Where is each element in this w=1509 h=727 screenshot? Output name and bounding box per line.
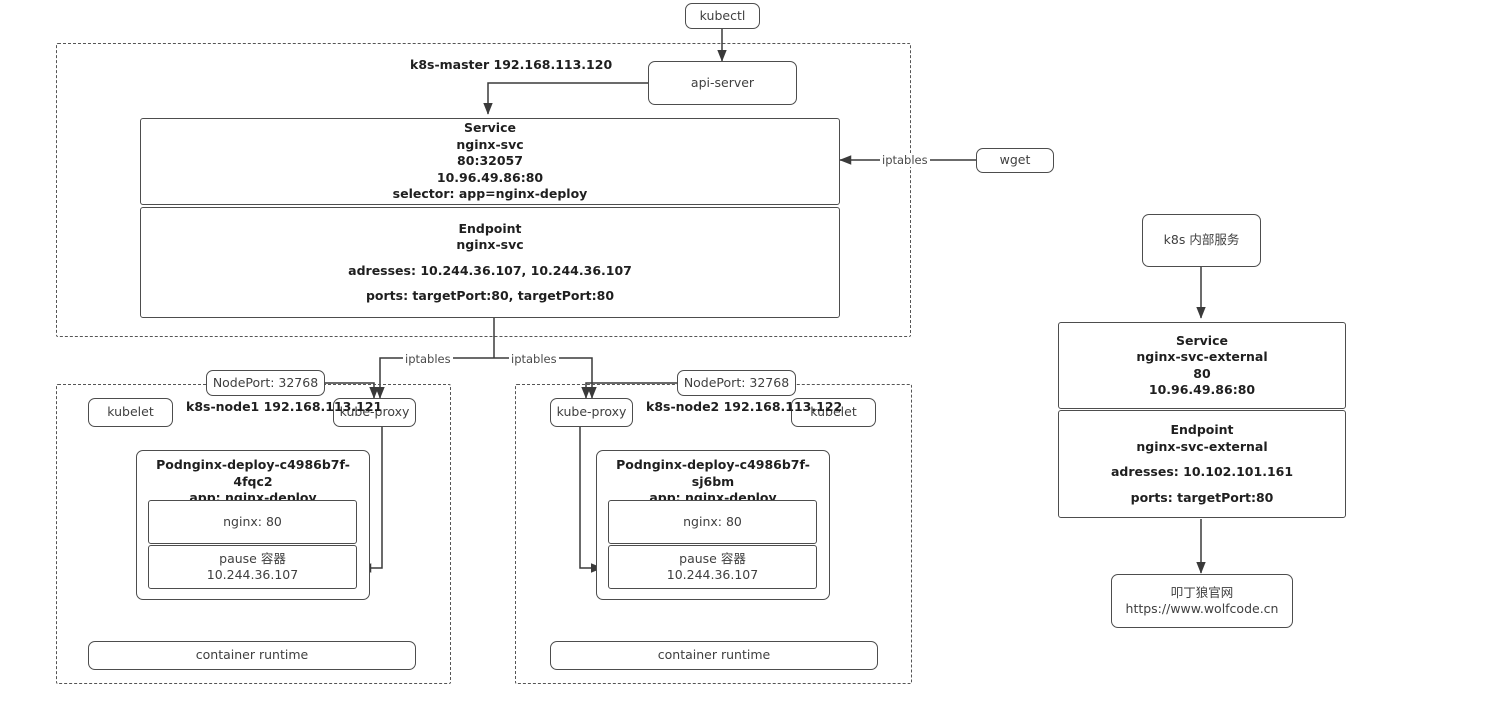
endpoint-title: Endpoint	[458, 220, 522, 236]
wget-label: wget	[999, 152, 1031, 168]
service-cluster-ip: 10.96.49.86:80	[436, 169, 544, 185]
node1-pause-label: pause 容器	[219, 550, 286, 566]
iptables-label-node2: iptables	[509, 352, 559, 366]
node1-kube-proxy-box[interactable]: kube-proxy	[333, 398, 416, 427]
master-ip: 192.168.113.120	[493, 57, 613, 72]
node2-name-label: k8s-node2 192.168.113.122	[646, 399, 842, 416]
external-service-name: nginx-svc-external	[1136, 349, 1268, 364]
node1-container-runtime-box[interactable]: container runtime	[88, 641, 416, 670]
external-service-cluster-ip: 10.96.49.86:80	[1148, 382, 1256, 397]
api-server-box[interactable]: api-server	[648, 61, 797, 105]
node1-ip: 192.168.113.121	[263, 399, 383, 414]
node1-pause-ip: 10.244.36.107	[206, 567, 299, 582]
iptables-label-node1: iptables	[403, 352, 453, 366]
node2-kube-proxy-label: kube-proxy	[556, 404, 627, 420]
node2-pause-ip: 10.244.36.107	[666, 567, 759, 582]
node2-kubelet-label: kubelet	[810, 404, 857, 420]
website-url: https://www.wolfcode.cn	[1125, 601, 1279, 616]
master-service-box[interactable]: Service nginx-svc 80:32057 10.96.49.86:8…	[140, 118, 840, 205]
node1-nodeport-box[interactable]: NodePort: 32768	[206, 370, 325, 396]
node1-container-runtime-label: container runtime	[195, 647, 309, 663]
endpoint-name: nginx-svc	[456, 237, 524, 252]
service-ports: 80:32057	[457, 153, 523, 169]
region-k8s-master	[56, 43, 911, 337]
node1-pod-title-line1: Podnginx-deploy-c4986b7f-	[156, 457, 350, 472]
service-title: Service	[464, 120, 516, 136]
node1-name: k8s-node1	[186, 399, 260, 414]
node2-container-runtime-box[interactable]: container runtime	[550, 641, 878, 670]
external-endpoint-adresses: adresses: 10.102.101.161	[1110, 464, 1294, 479]
node1-nodeport-label: NodePort: 32768	[212, 374, 319, 390]
node2-pod-title-line1: Podnginx-deploy-c4986b7f-	[616, 457, 810, 472]
node2-kube-proxy-box[interactable]: kube-proxy	[550, 398, 633, 427]
service-selector: selector: app=nginx-deploy	[392, 186, 588, 202]
node2-nodeport-box[interactable]: NodePort: 32768	[677, 370, 796, 396]
node1-container-pause[interactable]: pause 容器 10.244.36.107	[148, 545, 357, 589]
wget-box[interactable]: wget	[976, 148, 1054, 173]
node2-pause-label: pause 容器	[679, 550, 746, 566]
node1-kube-proxy-label: kube-proxy	[339, 404, 410, 420]
external-endpoint-box[interactable]: Endpoint nginx-svc-external adresses: 10…	[1058, 410, 1346, 518]
external-service-box[interactable]: Service nginx-svc-external 80 10.96.49.8…	[1058, 322, 1346, 409]
external-endpoint-ports: ports: targetPort:80	[1130, 489, 1274, 505]
node2-pod-title-line2: sj6bm	[691, 473, 735, 489]
kubectl-label: kubectl	[699, 7, 746, 23]
node2-container-runtime-label: container runtime	[657, 647, 771, 663]
api-server-label: api-server	[690, 74, 755, 90]
website-box[interactable]: 叩丁狼官网 https://www.wolfcode.cn	[1111, 574, 1293, 628]
service-name: nginx-svc	[456, 136, 524, 152]
external-endpoint-name: nginx-svc-external	[1136, 438, 1268, 454]
kubectl-box[interactable]: kubectl	[685, 3, 760, 29]
node1-kubelet-label: kubelet	[107, 404, 154, 420]
node2-nodeport-label: NodePort: 32768	[683, 374, 790, 390]
node2-ip: 192.168.113.122	[723, 399, 843, 414]
node2-nginx-label: nginx: 80	[683, 513, 742, 529]
external-service-port: 80	[1193, 365, 1211, 381]
node2-name: k8s-node2	[646, 399, 720, 414]
node1-pod-title-line2: 4fqc2	[233, 473, 273, 489]
endpoint-ports: ports: targetPort:80, targetPort:80	[365, 288, 615, 303]
node1-kubelet-box[interactable]: kubelet	[88, 398, 173, 427]
k8s-internal-service-box[interactable]: k8s 内部服务	[1142, 214, 1261, 267]
master-endpoint-box[interactable]: Endpoint nginx-svc adresses: 10.244.36.1…	[140, 207, 840, 318]
external-service-title: Service	[1176, 332, 1228, 348]
iptables-label-wget: iptables	[880, 153, 930, 167]
node1-nginx-label: nginx: 80	[223, 513, 282, 529]
website-name: 叩丁狼官网	[1170, 584, 1234, 600]
node2-container-pause[interactable]: pause 容器 10.244.36.107	[608, 545, 817, 589]
endpoint-adresses: adresses: 10.244.36.107, 10.244.36.107	[348, 262, 632, 278]
node2-container-nginx[interactable]: nginx: 80	[608, 500, 817, 544]
node2-kubelet-box[interactable]: kubelet	[791, 398, 876, 427]
master-region-label: k8s-master 192.168.113.120	[410, 57, 612, 74]
node1-container-nginx[interactable]: nginx: 80	[148, 500, 357, 544]
k8s-internal-service-label: k8s 内部服务	[1163, 232, 1240, 248]
external-endpoint-title: Endpoint	[1170, 422, 1234, 437]
node1-name-label: k8s-node1 192.168.113.121	[186, 399, 382, 416]
master-name: k8s-master	[410, 57, 490, 72]
